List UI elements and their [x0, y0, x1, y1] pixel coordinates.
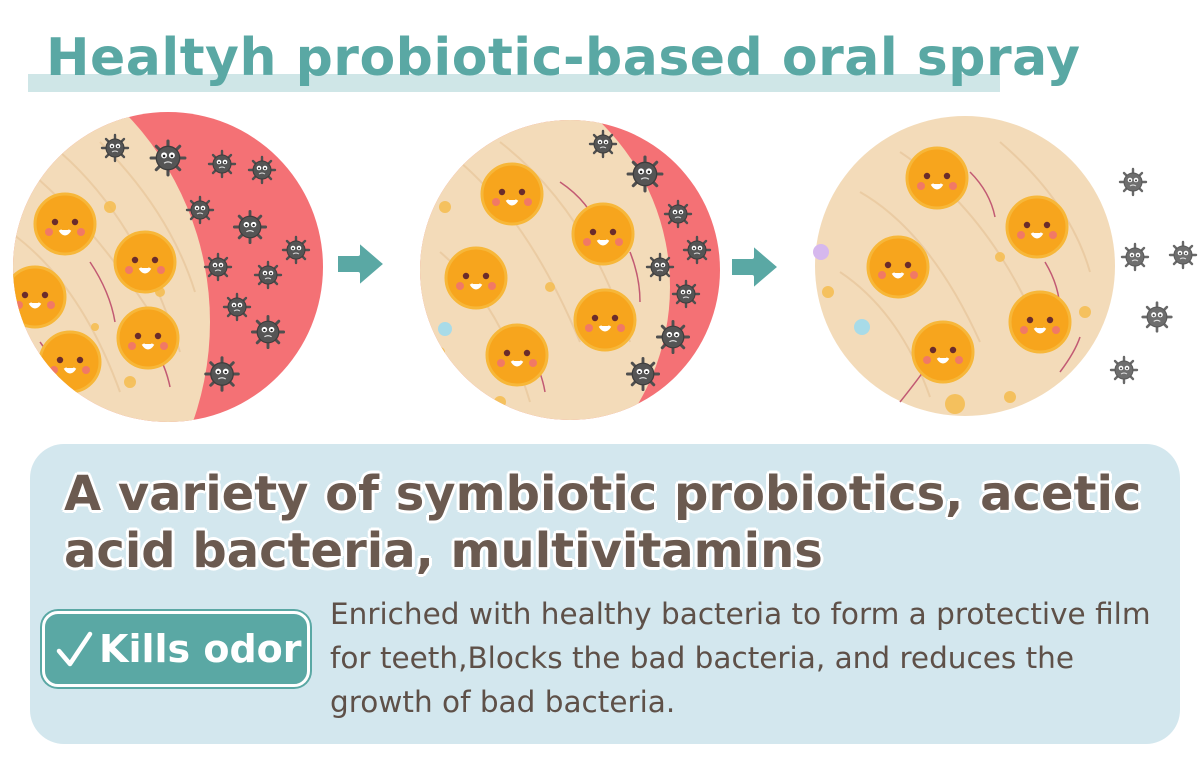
probiotic-illustration — [13, 112, 1198, 422]
kills-odor-badge: Kills odor — [42, 611, 310, 687]
title-underline — [28, 74, 1000, 92]
checkmark-icon — [56, 631, 93, 667]
stage-2-circle — [420, 120, 720, 420]
stage-3-circle — [813, 116, 1115, 416]
stage-1-circle — [13, 112, 323, 422]
info-panel — [30, 444, 1180, 744]
arrow-right-icon — [334, 238, 388, 290]
badge-label: Kills odor — [99, 627, 302, 671]
description: Enriched with healthy bacteria to form a… — [330, 597, 1151, 719]
page-title: Healtyh probiotic-based oral spray — [46, 28, 1081, 88]
headline: A variety of symbiotic probiotics, aceti… — [64, 466, 1142, 579]
title-banner: Healtyh probiotic-based oral spray — [28, 28, 1080, 94]
dispersing-bad-bacteria — [1109, 167, 1198, 385]
arrow-right-icon — [728, 241, 782, 293]
